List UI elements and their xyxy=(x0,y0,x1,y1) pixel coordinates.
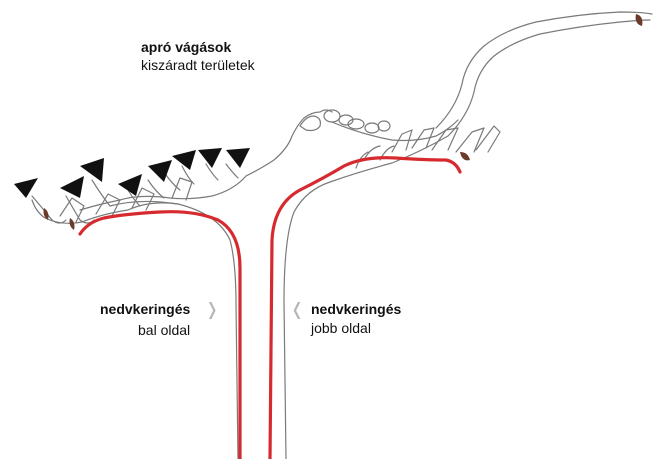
cut-markers xyxy=(14,148,250,198)
right-spur xyxy=(432,128,458,150)
cut-marker-icon xyxy=(80,158,104,182)
right-cane-upper-edge xyxy=(436,12,652,128)
right-cane-lower-edge xyxy=(448,20,650,136)
left-spur xyxy=(172,178,192,200)
dry-tip-icon xyxy=(460,152,470,160)
right-spur xyxy=(456,128,484,152)
left-flow-subtitle: bal oldal xyxy=(138,322,190,339)
knob xyxy=(378,121,390,131)
cut-marker-icon xyxy=(14,178,38,198)
left-shoot xyxy=(182,166,194,184)
dry-tip-icon xyxy=(70,218,75,230)
cut-marker-icon xyxy=(60,176,84,198)
cuts-title: apró vágások xyxy=(141,39,231,56)
dry-tip-icon xyxy=(636,14,643,26)
right-flow-subtitle: jobb oldal xyxy=(311,320,371,337)
knob xyxy=(365,123,379,133)
cut-marker-icon xyxy=(226,148,250,168)
chevron-right-icon: ❭ xyxy=(205,301,219,318)
cut-marker-icon xyxy=(172,150,196,170)
vine-outline xyxy=(32,12,652,459)
cut-marker-icon xyxy=(198,148,222,168)
dry-areas-subtitle: kiszáradt területek xyxy=(141,57,255,74)
right-flow-title: nedvkeringés xyxy=(311,301,401,318)
left-arm-upper-edge xyxy=(80,176,246,210)
chevron-left-icon: ❬ xyxy=(290,301,304,318)
left-shoot xyxy=(226,164,238,178)
left-shoot xyxy=(92,180,110,206)
left-shoot xyxy=(148,180,164,198)
left-flow-title: nedvkeringés xyxy=(100,301,190,318)
